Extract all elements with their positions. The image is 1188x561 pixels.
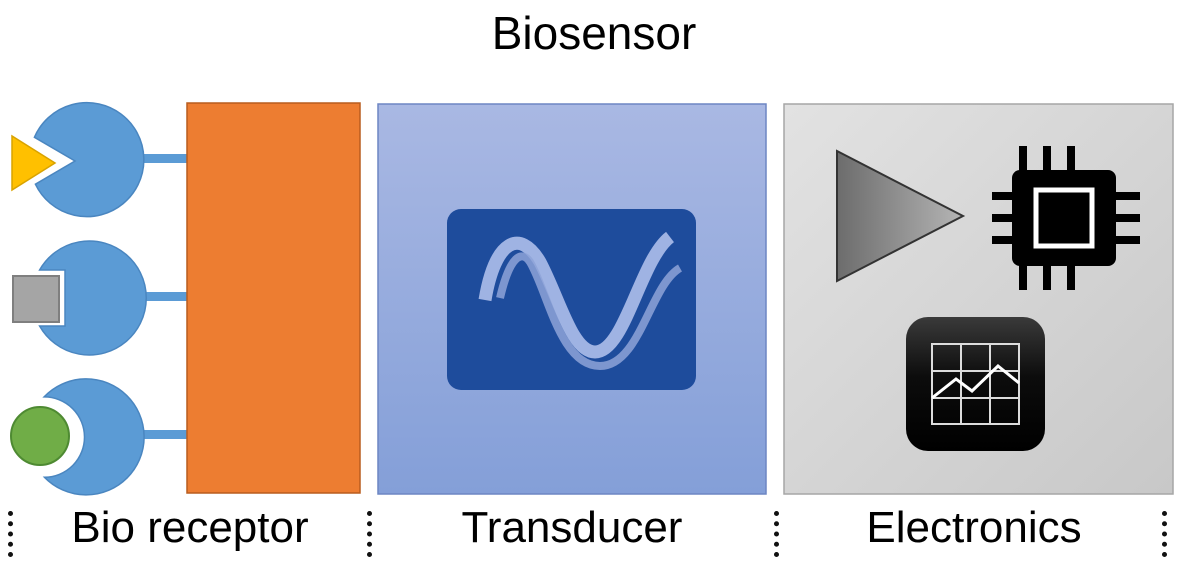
bio-receptor-group	[10, 101, 361, 496]
transducer-group	[377, 103, 767, 495]
receptor-triangle-site	[33, 101, 145, 218]
chart-display-icon	[906, 317, 1045, 451]
section-label-transducer: Transducer	[461, 503, 683, 552]
receptor-connector-bottom	[140, 430, 190, 439]
separator-2	[774, 511, 779, 557]
separator-right	[1162, 511, 1167, 557]
waveform-wave-a	[478, 231, 675, 359]
separator-left	[8, 511, 13, 557]
amplifier-icon	[836, 149, 966, 283]
receptor-circle-site	[42, 378, 145, 496]
receptor-block	[186, 102, 361, 494]
receptor-connector-top	[140, 154, 190, 163]
diagram-title: Biosensor	[491, 7, 697, 59]
waveform-wave-b	[496, 252, 683, 371]
electronics-group	[783, 103, 1174, 495]
analyte-square	[12, 275, 60, 323]
receptor-connector-middle	[140, 292, 190, 301]
microchip-icon	[992, 146, 1140, 290]
section-label-bio-receptor: Bio receptor	[71, 503, 309, 552]
analyte-circle	[10, 406, 70, 466]
section-label-electronics: Electronics	[866, 503, 1082, 552]
receptor-square-site	[38, 240, 147, 356]
separator-1	[367, 511, 372, 557]
analyte-triangle	[11, 134, 57, 192]
